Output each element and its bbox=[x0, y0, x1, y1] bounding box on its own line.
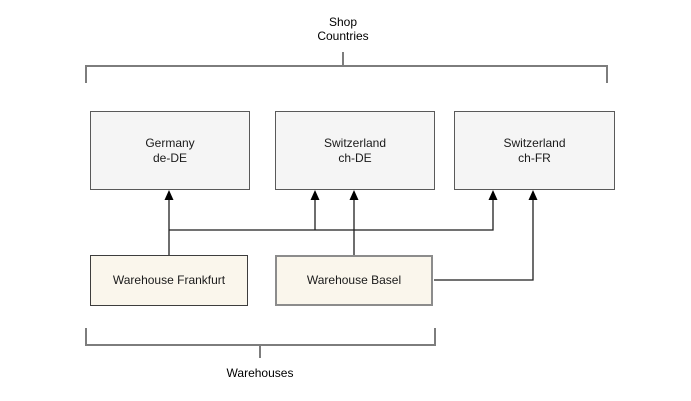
node-warehouse-frankfurt: Warehouse Frankfurt bbox=[90, 255, 248, 306]
edge-basel-to-ch-fr bbox=[434, 199, 534, 281]
shop-countries-label-line2: Countries bbox=[317, 29, 369, 43]
warehouses-group-label: Warehouses bbox=[226, 366, 294, 380]
shop-countries-label-line1: Shop bbox=[328, 15, 358, 29]
node-title: Switzerland bbox=[323, 135, 387, 150]
shop-countries-group-label: Shop Countries bbox=[243, 15, 443, 43]
node-title: Warehouse Frankfurt bbox=[112, 273, 226, 287]
arrowhead-ch-de-left bbox=[310, 190, 320, 200]
node-subtitle: ch-DE bbox=[338, 150, 372, 165]
node-shop-germany-de-de: Germany de-DE bbox=[90, 111, 250, 190]
node-subtitle: ch-FR bbox=[518, 150, 551, 165]
shop-countries-bracket bbox=[85, 65, 608, 83]
node-subtitle: de-DE bbox=[152, 150, 187, 165]
node-title: Germany bbox=[145, 135, 195, 150]
node-title: Switzerland bbox=[503, 135, 566, 150]
arrowhead-ch-fr-left bbox=[488, 190, 498, 200]
node-shop-switzerland-ch-fr: Switzerland ch-FR bbox=[454, 111, 615, 190]
node-title: Warehouse Basel bbox=[306, 273, 402, 287]
node-warehouse-basel: Warehouse Basel bbox=[275, 255, 433, 306]
warehouses-bracket bbox=[85, 328, 436, 346]
arrowhead-germany bbox=[164, 190, 174, 200]
arrowhead-ch-fr-right bbox=[528, 190, 538, 200]
node-shop-switzerland-ch-de: Switzerland ch-DE bbox=[275, 111, 435, 190]
arrowhead-ch-de-right bbox=[349, 190, 359, 200]
edge-frankfurt-to-ch-fr bbox=[169, 199, 494, 231]
